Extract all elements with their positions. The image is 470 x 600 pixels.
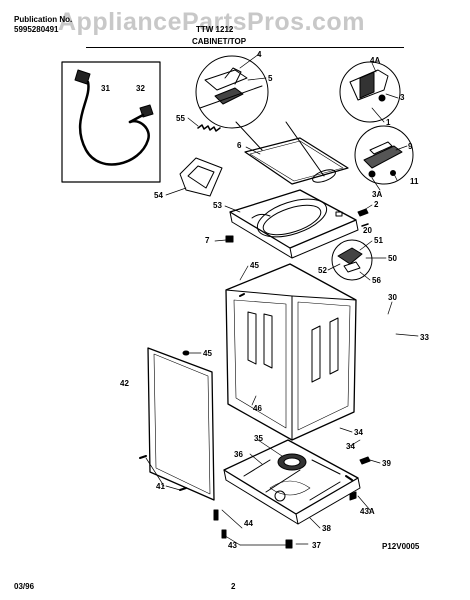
- callout-6: 6: [237, 141, 242, 150]
- callout-9: 9: [408, 142, 413, 151]
- top-panel: [229, 189, 359, 259]
- detail-circle-lid-switch: [339, 61, 401, 123]
- page-number: 2: [231, 582, 236, 591]
- callout-37: 37: [312, 541, 321, 550]
- callout-52: 52: [318, 266, 327, 275]
- callout-34-upper: 34: [354, 428, 363, 437]
- callout-7: 7: [205, 236, 210, 245]
- callout-34-lower: 34: [346, 442, 355, 451]
- spring-55: [197, 124, 221, 132]
- bleach-dispenser: [179, 157, 223, 197]
- callout-32: 32: [136, 84, 145, 93]
- callout-44: 44: [244, 519, 253, 528]
- callout-2: 2: [374, 200, 379, 209]
- callout-55: 55: [176, 114, 185, 123]
- callout-35: 35: [254, 434, 263, 443]
- footer-date: 03/96: [14, 582, 35, 591]
- power-cord-illustration: [61, 61, 161, 183]
- callout-43: 43: [228, 541, 237, 550]
- callout-20: 20: [363, 226, 372, 235]
- model-number: TTW 1212: [196, 25, 234, 34]
- callout-11: 11: [410, 177, 419, 186]
- callout-45-front: 45: [203, 349, 212, 358]
- callout-30: 30: [388, 293, 397, 302]
- watermark: AppliancePartsPros.com: [58, 8, 365, 36]
- callout-5: 5: [268, 74, 273, 83]
- callout-33: 33: [420, 333, 429, 342]
- callout-4: 4: [257, 50, 262, 59]
- detail-circle-lid-hinge: [195, 55, 269, 129]
- detail-circle-switch-assembly: [354, 125, 414, 185]
- clip-7: [225, 235, 234, 243]
- publication-number: 5995280491: [14, 25, 59, 34]
- front-panel: [147, 347, 215, 501]
- callout-3: 3: [400, 93, 405, 102]
- callout-53: 53: [213, 201, 222, 210]
- callout-31: 31: [101, 84, 110, 93]
- base-assembly: [223, 439, 361, 525]
- callout-43a: 43A: [360, 507, 375, 516]
- cabinet: [225, 263, 357, 441]
- lid: [235, 121, 349, 185]
- callout-38: 38: [322, 524, 331, 533]
- callout-51: 51: [374, 236, 383, 245]
- hinge-detail: [331, 239, 373, 281]
- header-rule: [86, 47, 404, 48]
- callout-50: 50: [388, 254, 397, 263]
- publication-label: Publication No.: [14, 15, 73, 24]
- callout-36: 36: [234, 450, 243, 459]
- callout-45-top: 45: [250, 261, 259, 270]
- callout-46: 46: [253, 404, 262, 413]
- callout-41: 41: [156, 482, 165, 491]
- callout-42: 42: [120, 379, 129, 388]
- section-title: CABINET/TOP: [192, 37, 247, 46]
- callout-4a: 4A: [370, 56, 380, 65]
- callout-56: 56: [372, 276, 381, 285]
- callout-1: 1: [386, 118, 391, 127]
- diagram-code: P12V0005: [382, 542, 420, 551]
- callout-54: 54: [154, 191, 163, 200]
- callout-3a: 3A: [372, 190, 382, 199]
- callout-39: 39: [382, 459, 391, 468]
